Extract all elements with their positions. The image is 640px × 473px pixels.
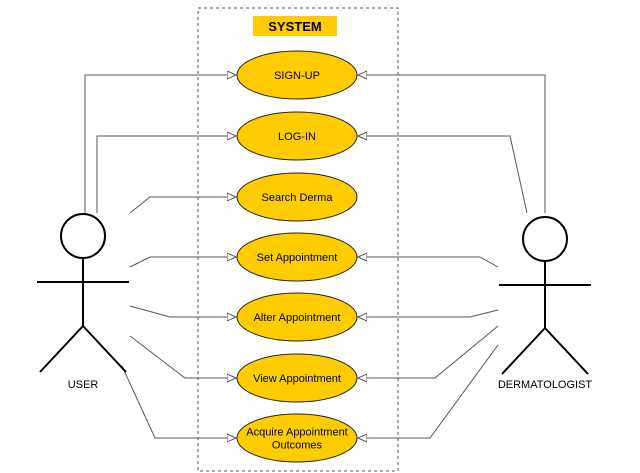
connector-user-view xyxy=(129,335,236,378)
use-case-ellipse xyxy=(236,172,358,222)
use-case-search: Search Derma xyxy=(236,172,358,222)
connector-dermatologist-set xyxy=(358,257,499,268)
connector-dermatologist-view xyxy=(358,325,499,378)
dermatologist-left-leg xyxy=(501,327,546,375)
connector-dermatologist-login xyxy=(358,136,528,214)
use-case-ellipse xyxy=(236,50,358,100)
connector-user-set xyxy=(129,257,236,268)
use-case-signup: SIGN-UP xyxy=(236,50,358,100)
use-case-ellipse xyxy=(236,232,358,282)
use-case-ellipse xyxy=(236,292,358,342)
use-case-label: LOG-IN xyxy=(278,131,316,143)
use-case-view: View Appointment xyxy=(236,353,358,403)
connector-dermatologist-acquire xyxy=(358,344,499,438)
connector-user-search xyxy=(129,197,236,214)
use-case-login: LOG-IN xyxy=(236,111,358,161)
use-case-label: View Appointment xyxy=(253,373,341,385)
user-right-leg xyxy=(82,325,127,373)
actor-user: USER xyxy=(37,213,129,391)
use-case-label: Acquire Appointment xyxy=(246,427,348,439)
use-case-alter: Alter Appointment xyxy=(236,292,358,342)
user-left-leg xyxy=(39,325,84,373)
use-case-label: SIGN-UP xyxy=(274,70,320,82)
use-case-ellipse xyxy=(236,413,358,463)
connector-user-acquire xyxy=(121,365,236,438)
use-case-label: Alter Appointment xyxy=(254,312,341,324)
use-case-ellipse xyxy=(236,111,358,161)
system-boundary xyxy=(197,7,399,472)
connector-dermatologist-signup xyxy=(358,75,546,213)
use-case-label: Set Appointment xyxy=(257,252,338,264)
dermatologist-right-leg xyxy=(544,327,589,375)
use-case-label: Outcomes xyxy=(272,440,323,452)
connections xyxy=(84,75,546,438)
actor-dermatologist: DERMATOLOGIST xyxy=(498,216,593,391)
connector-dermatologist-alter xyxy=(358,309,499,317)
connector-user-alter xyxy=(129,305,236,317)
dermatologist-label: DERMATOLOGIST xyxy=(498,379,593,391)
use-case-ellipse xyxy=(236,353,358,403)
user-label: USER xyxy=(68,379,99,391)
connector-user-signup xyxy=(84,75,236,213)
system-label-box xyxy=(253,16,337,36)
connector-user-login xyxy=(96,136,236,213)
system-label: SYSTEM xyxy=(268,19,321,34)
user-head xyxy=(60,213,106,259)
use-case-label: Search Derma xyxy=(262,192,334,204)
use-case-set: Set Appointment xyxy=(236,232,358,282)
dermatologist-head xyxy=(522,216,568,262)
